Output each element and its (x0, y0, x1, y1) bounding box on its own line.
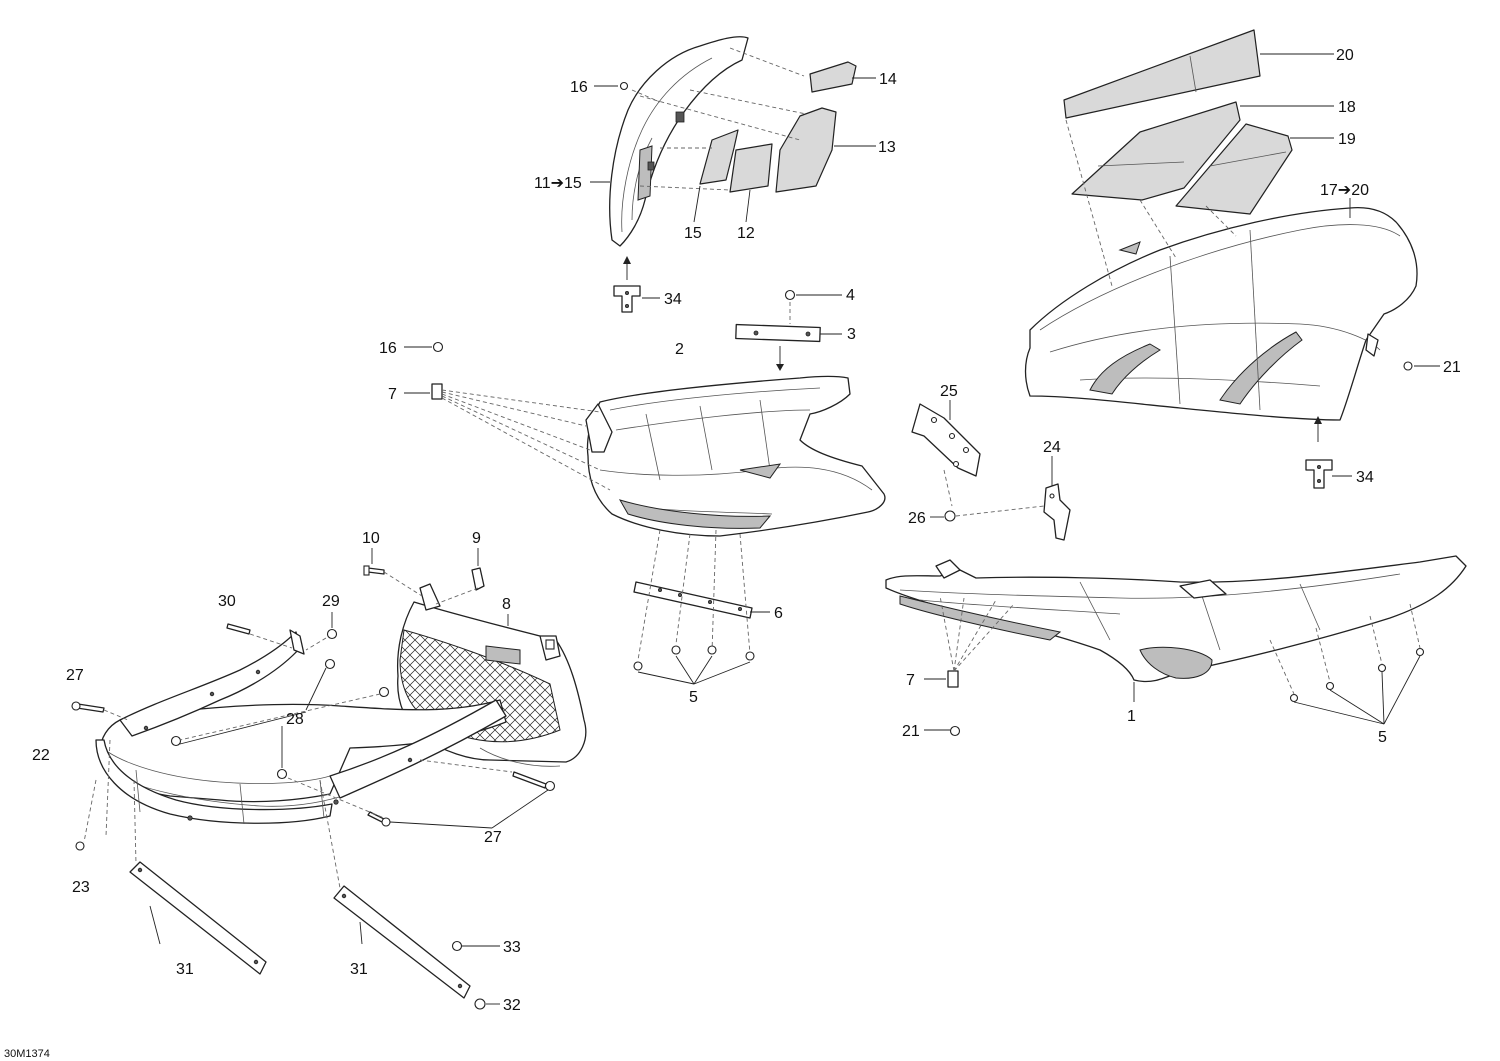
callout-34-right: 34 (1356, 469, 1374, 486)
callout-18: 18 (1338, 99, 1356, 116)
bumper-assembly (95, 629, 507, 825)
nut-4 (784, 289, 796, 301)
drawing-reference: 30M1374 (4, 1048, 50, 1060)
bracket-25 (911, 403, 981, 477)
callout-28: 28 (286, 711, 304, 728)
screw-23 (75, 841, 85, 851)
callout-20: 20 (1336, 47, 1354, 64)
callout-5-right: 5 (1378, 729, 1387, 746)
callout-33: 33 (503, 939, 521, 956)
callout-7-right: 7 (906, 672, 915, 689)
leader-lines (149, 53, 1440, 1005)
callout-25: 25 (940, 383, 958, 400)
callout-21-top: 21 (1443, 359, 1461, 376)
callout-13: 13 (878, 139, 896, 156)
rear-side-panel-17 (1024, 206, 1418, 421)
rear-side-panel-assembly (1024, 29, 1418, 421)
foam-20 (1063, 29, 1261, 119)
callout-31-left: 31 (176, 961, 194, 978)
callout-30: 30 (218, 593, 236, 610)
bolt-30 (226, 623, 251, 635)
bolt-27-left (76, 703, 105, 713)
plate-31-right (333, 885, 471, 999)
foam-19 (1175, 123, 1293, 215)
callout-9: 9 (472, 530, 481, 547)
fasteners-5-right (1289, 647, 1425, 703)
side-skirt-assembly (885, 555, 1467, 683)
foam-12 (729, 143, 773, 193)
callout-6: 6 (774, 605, 783, 622)
foam-14 (809, 61, 857, 93)
callout-22: 22 (32, 747, 50, 764)
foam-13 (775, 107, 837, 193)
t-bracket-34-left (613, 285, 641, 313)
clip-7-center (431, 383, 443, 400)
bolt-10 (367, 567, 385, 575)
nut-33 (451, 940, 463, 952)
callout-23: 23 (72, 879, 90, 896)
callout-21-bottom: 21 (902, 723, 920, 740)
side-panel-assembly (609, 36, 857, 247)
callout-27-left: 27 (66, 667, 84, 684)
grille-assembly (396, 583, 587, 767)
strip-6 (633, 581, 753, 619)
front-fascia-2 (586, 375, 886, 537)
plate-31-left (129, 861, 267, 975)
bolt-32 (474, 998, 486, 1010)
nut-16-center (432, 341, 444, 353)
foam-18 (1071, 101, 1241, 201)
callout-31-right: 31 (350, 961, 368, 978)
nut-29 (326, 628, 338, 640)
callout-19: 19 (1338, 131, 1356, 148)
t-bracket-34-right (1305, 459, 1333, 489)
callout-1: 1 (1127, 708, 1136, 725)
clip-9 (471, 567, 485, 591)
callout-11-15: 11➔15 (534, 175, 582, 192)
plate-3 (735, 323, 821, 343)
callout-16-top: 16 (570, 79, 588, 96)
callout-24: 24 (1043, 439, 1061, 456)
nut-21-bottom (949, 725, 961, 737)
callout-34-left: 34 (664, 291, 682, 308)
nut-26 (944, 510, 956, 522)
callout-17-20: 17➔20 (1320, 182, 1369, 199)
callout-3: 3 (847, 326, 856, 343)
callout-5-center: 5 (689, 689, 698, 706)
callout-26: 26 (908, 510, 926, 527)
callout-32: 32 (503, 997, 521, 1014)
callout-7-center: 7 (388, 386, 397, 403)
callout-16-center: 16 (379, 340, 397, 357)
callout-labels: 1 2 3 4 5 5 6 7 7 8 9 10 11➔15 12 13 14 … (4, 47, 1461, 1060)
callout-27-lower: 27 (484, 829, 502, 846)
callout-12: 12 (737, 225, 755, 242)
fasteners-5-center (633, 645, 755, 671)
nut-21-top (1403, 361, 1413, 371)
foam-15 (699, 129, 739, 185)
callout-14: 14 (879, 71, 897, 88)
front-fascia-assembly (585, 375, 886, 537)
clip-7-right (947, 670, 959, 688)
callout-2: 2 (675, 341, 684, 358)
callout-8: 8 (502, 596, 511, 613)
callout-4: 4 (846, 287, 855, 304)
callout-15: 15 (684, 225, 702, 242)
callout-29: 29 (322, 593, 340, 610)
callout-10: 10 (362, 530, 380, 547)
bracket-24 (1043, 483, 1071, 541)
